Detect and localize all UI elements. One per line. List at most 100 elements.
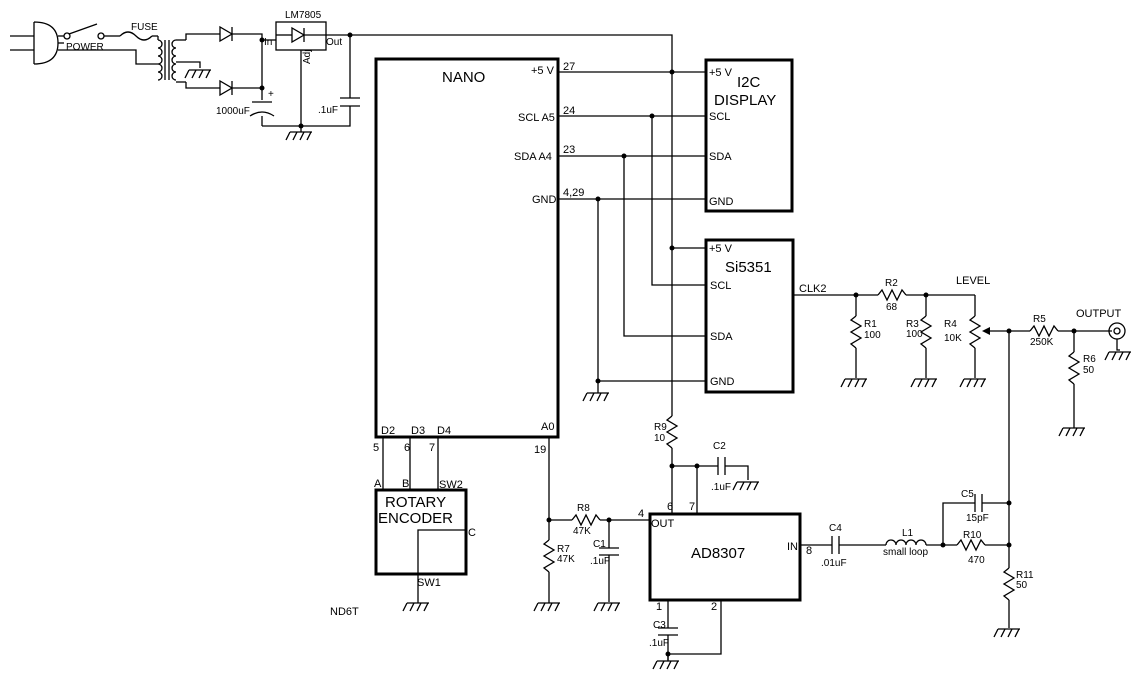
r4-label: R4 bbox=[944, 319, 957, 330]
r5-value: 250K bbox=[1030, 337, 1054, 348]
resistor-r7 bbox=[533, 520, 561, 612]
display-pin-sda: SDA bbox=[709, 151, 732, 163]
fuse-label: FUSE bbox=[131, 22, 158, 33]
c5-label: C5 bbox=[961, 489, 974, 500]
display-pin-gnd: GND bbox=[709, 196, 734, 208]
regulator-out: Out bbox=[326, 37, 342, 48]
cap-1000-label: 1000uF bbox=[216, 106, 250, 117]
r1-label: R1 bbox=[864, 319, 877, 330]
ad8307-pin-4: 4 bbox=[638, 508, 644, 520]
r11-label: R11 bbox=[1016, 570, 1034, 581]
bypass-capacitor bbox=[301, 35, 360, 127]
nano-pin-5v: +5 V bbox=[531, 65, 555, 77]
nano-pin-24: 24 bbox=[563, 105, 575, 117]
encoder-title-2: ENCODER bbox=[378, 510, 453, 527]
r4-value: 10K bbox=[944, 333, 962, 344]
nano-pin-27: 27 bbox=[563, 61, 575, 73]
encoder-title-1: ROTARY bbox=[385, 494, 446, 511]
c4-value: .01uF bbox=[821, 558, 847, 569]
nano-pin-scl: SCL A5 bbox=[518, 112, 555, 124]
ad8307-pin-2: 2 bbox=[711, 601, 717, 613]
author-label: ND6T bbox=[330, 606, 359, 618]
r2-label: R2 bbox=[885, 278, 898, 289]
regulator-adj: Adj bbox=[302, 50, 313, 64]
display-pin-scl: SCL bbox=[709, 111, 730, 123]
capacitor-c4 bbox=[831, 536, 840, 554]
display-title-2: DISPLAY bbox=[714, 92, 776, 109]
si5351-clk2: CLK2 bbox=[799, 283, 827, 295]
si5351-pin-sda: SDA bbox=[710, 331, 733, 343]
resistor-r6 bbox=[1058, 331, 1086, 437]
nano-pin-sda: SDA A4 bbox=[514, 151, 552, 163]
encoder-pin-sw2: SW2 bbox=[439, 479, 463, 491]
level-label: LEVEL bbox=[956, 275, 990, 287]
nano-pin-19: 19 bbox=[534, 444, 546, 456]
ad8307-out: OUT bbox=[651, 518, 675, 530]
nano-pin-4-29: 4,29 bbox=[563, 187, 584, 199]
resistor-r10 bbox=[956, 538, 986, 552]
output-connector bbox=[1104, 322, 1132, 361]
nano-pin-7: 7 bbox=[429, 442, 435, 454]
display-pin-5v: +5 V bbox=[709, 67, 733, 79]
potentiometer-r4 bbox=[959, 295, 1030, 388]
encoder-pin-b: B bbox=[402, 478, 409, 490]
r6-value: 50 bbox=[1083, 365, 1095, 376]
encoder-pin-c: C bbox=[468, 527, 476, 539]
fuse bbox=[119, 31, 158, 41]
si5351-pin-scl: SCL bbox=[710, 280, 731, 292]
l1-value: small loop bbox=[883, 547, 928, 558]
r7-label: R7 bbox=[557, 544, 570, 555]
nano-module bbox=[374, 57, 560, 439]
ad8307-title: AD8307 bbox=[691, 545, 745, 562]
power-switch bbox=[58, 23, 120, 40]
c2-label: C2 bbox=[713, 441, 726, 452]
c1-value: .1uF bbox=[590, 556, 610, 567]
cap-plus: + bbox=[268, 89, 274, 100]
r9-value: 10 bbox=[654, 433, 666, 444]
rectifier-diode-bottom bbox=[219, 79, 234, 97]
ad8307-pin-1: 1 bbox=[656, 601, 662, 613]
nano-pin-gnd: GND bbox=[532, 194, 557, 206]
ad8307-pin-6: 6 bbox=[667, 501, 673, 513]
rectifier-diode-top bbox=[219, 25, 234, 43]
nano-pin-6: 6 bbox=[404, 442, 410, 454]
resistor-r8 bbox=[571, 513, 601, 527]
c1-label: C1 bbox=[593, 539, 606, 550]
r10-value: 470 bbox=[968, 555, 985, 566]
si5351-module bbox=[704, 238, 795, 394]
nano-pin-d3: D3 bbox=[411, 425, 425, 437]
r8-label: R8 bbox=[577, 503, 590, 514]
ad8307-pin-7: 7 bbox=[689, 501, 695, 513]
output-label: OUTPUT bbox=[1076, 308, 1122, 320]
capacitor-c2 bbox=[717, 457, 760, 491]
inductor-l1 bbox=[885, 539, 927, 546]
rotary-encoder bbox=[374, 488, 468, 576]
r3-label: R3 bbox=[906, 319, 919, 330]
resistor-r2 bbox=[877, 288, 907, 302]
capacitor-c1 bbox=[593, 520, 621, 612]
capacitor-c5 bbox=[942, 494, 1009, 545]
c3-label: C3 bbox=[653, 620, 666, 631]
nano-pin-5: 5 bbox=[373, 442, 379, 454]
filter-capacitor bbox=[249, 101, 300, 127]
c3-value: .1uF bbox=[649, 638, 669, 649]
ad8307-in: IN bbox=[787, 541, 798, 553]
encoder-pin-a: A bbox=[374, 478, 382, 490]
ad8307-pin-8: 8 bbox=[806, 545, 812, 557]
resistor-r3 bbox=[910, 295, 938, 388]
r2-value: 68 bbox=[886, 302, 898, 313]
display-title-1: I2C bbox=[737, 74, 761, 91]
regulator-in: In bbox=[264, 37, 272, 48]
encoder-pin-sw1: SW1 bbox=[417, 577, 441, 589]
nano-pin-23: 23 bbox=[563, 144, 575, 156]
regulator-name: LM7805 bbox=[285, 10, 322, 21]
power-plug bbox=[10, 21, 64, 65]
nano-pin-a0: A0 bbox=[541, 421, 554, 433]
r6-label: R6 bbox=[1083, 354, 1096, 365]
nano-pin-d2: D2 bbox=[381, 425, 395, 437]
resistor-r11 bbox=[993, 545, 1021, 638]
si5351-title: Si5351 bbox=[725, 259, 772, 276]
r10-label: R10 bbox=[963, 530, 982, 541]
resistor-r1 bbox=[840, 295, 868, 388]
